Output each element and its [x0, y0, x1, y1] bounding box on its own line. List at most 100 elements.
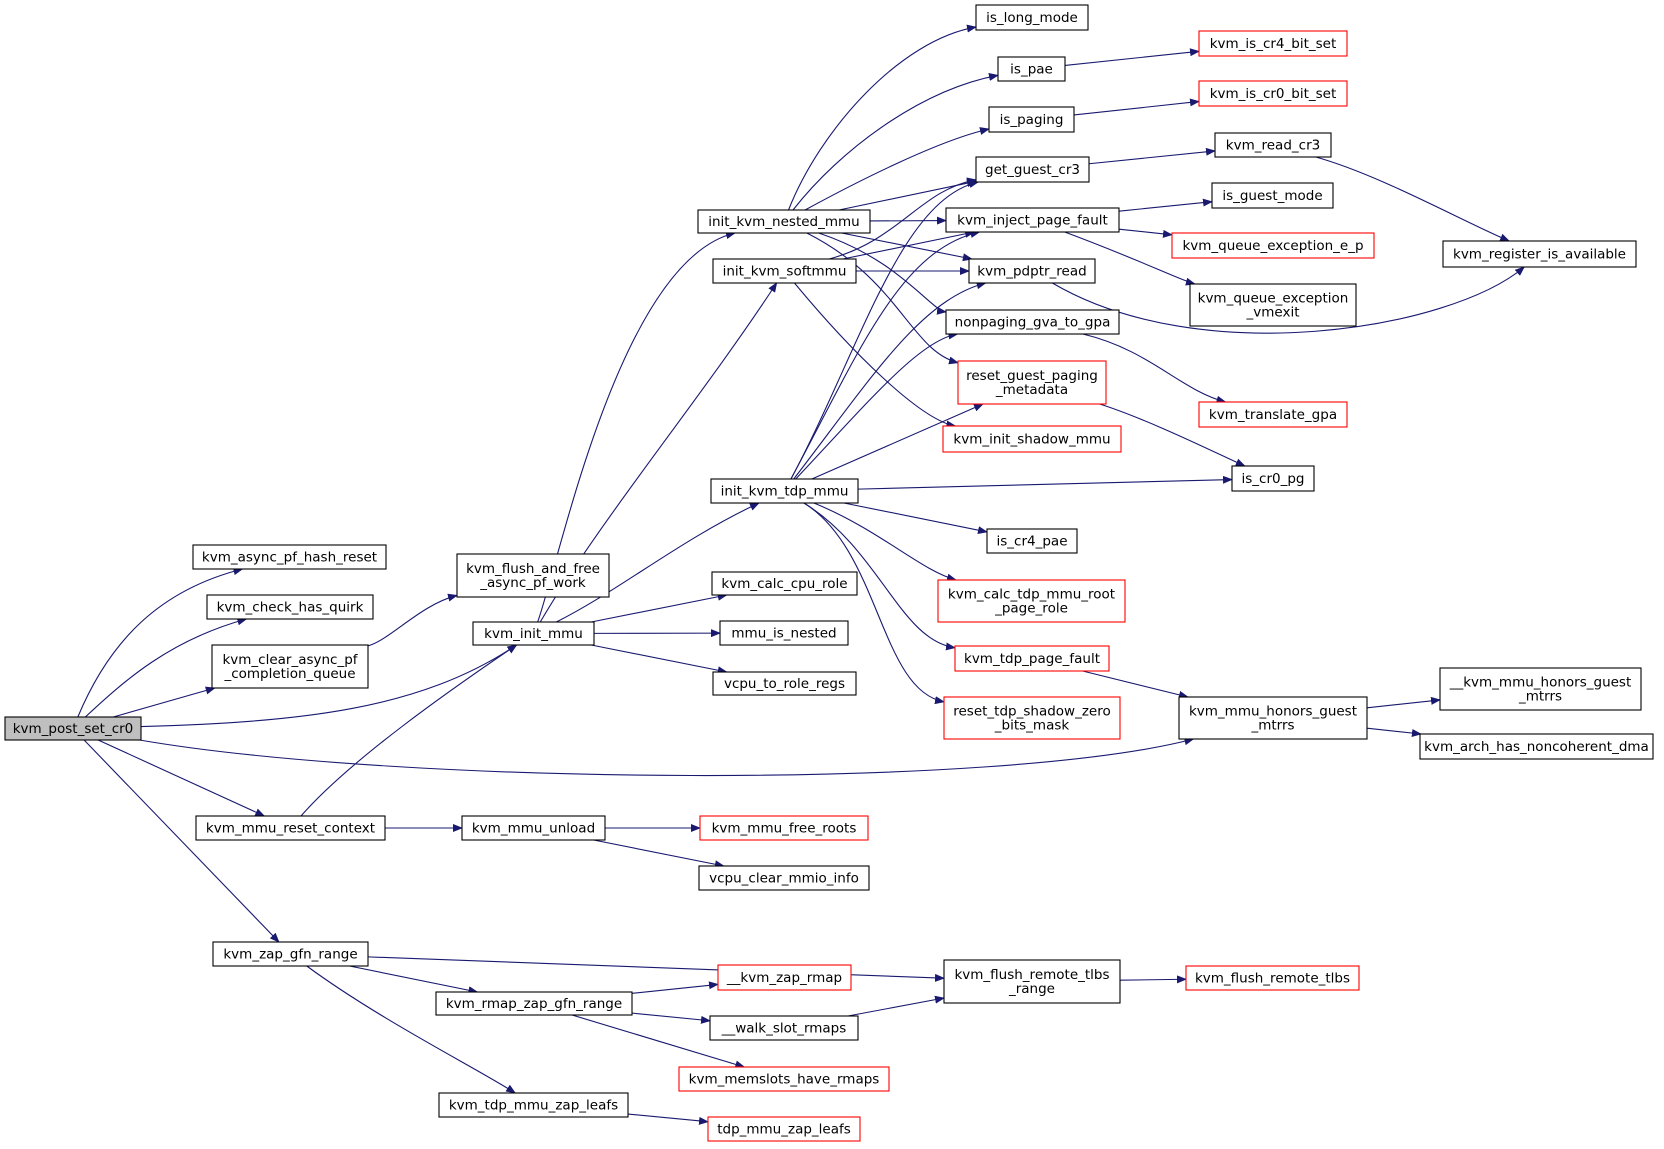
edge-init_kvm_nested_mmu-to-is_paging — [804, 127, 990, 211]
edge-kvm_rmap_zap_gfn_range-to-__kvm_zap_rmap — [631, 981, 719, 994]
node-box-reset_tdp_shadow_zero_bits_mask — [943, 696, 1121, 740]
node-is_pae[interactable]: is_pae — [997, 56, 1066, 82]
node-kvm_is_cr0_bit_set[interactable]: kvm_is_cr0_bit_set — [1198, 80, 1348, 107]
node-label: kvm_async_pf_hash_reset — [202, 550, 377, 566]
node-init_kvm_softmmu[interactable]: init_kvm_softmmu — [712, 258, 857, 284]
edge-kvm_mmu_unload-to-vcpu_clear_mmio_info — [593, 839, 725, 869]
node-label: _vmexit — [1246, 305, 1300, 321]
node-kvm_pdptr_read[interactable]: kvm_pdptr_read — [968, 258, 1096, 284]
nodes-layer: kvm_post_set_cr0kvm_async_pf_hash_resetk… — [4, 4, 1654, 1142]
node-box-kvm_mmu_reset_context — [195, 815, 386, 841]
node-kvm_register_is_available[interactable]: kvm_register_is_available — [1442, 240, 1637, 268]
node-box-kvm_init_shadow_mmu — [942, 425, 1122, 453]
node-kvm_clear_async_pf_completion_queue[interactable]: kvm_clear_async_pf_completion_queue — [211, 644, 369, 689]
node-label: _completion_queue — [223, 666, 355, 682]
node-box-kvm_register_is_available — [1442, 240, 1637, 268]
edge-kvm_clear_async_pf_completion_queue-to-kvm_flush_and_free_async_pf_work — [367, 593, 458, 647]
node-kvm_arch_has_noncoherent_dma[interactable]: kvm_arch_has_noncoherent_dma — [1419, 733, 1654, 760]
node-reset_guest_paging_metadata[interactable]: reset_guest_paging_metadata — [957, 360, 1107, 405]
node-kvm_rmap_zap_gfn_range[interactable]: kvm_rmap_zap_gfn_range — [435, 991, 633, 1016]
node-box-kvm_is_cr4_bit_set — [1198, 30, 1348, 57]
node-mmu_is_nested[interactable]: mmu_is_nested — [719, 620, 849, 646]
edge-init_kvm_tdp_mmu-to-is_cr4_pae — [843, 502, 988, 535]
node-vcpu_to_role_regs[interactable]: vcpu_to_role_regs — [712, 671, 857, 696]
node-label: kvm_memslots_have_rmaps — [689, 1072, 880, 1088]
node-kvm_post_set_cr0[interactable]: kvm_post_set_cr0 — [4, 716, 142, 741]
node-kvm_flush_and_free_async_pf_work[interactable]: kvm_flush_and_free_async_pf_work — [456, 553, 610, 598]
node-__kvm_mmu_honors_guest_mtrrs[interactable]: __kvm_mmu_honors_guest_mtrrs — [1439, 667, 1642, 711]
node-kvm_flush_remote_tlbs_range[interactable]: kvm_flush_remote_tlbs_range — [943, 959, 1121, 1004]
node-kvm_flush_remote_tlbs[interactable]: kvm_flush_remote_tlbs — [1185, 965, 1360, 991]
node-kvm_async_pf_hash_reset[interactable]: kvm_async_pf_hash_reset — [192, 544, 387, 570]
node-kvm_inject_page_fault[interactable]: kvm_inject_page_fault — [945, 207, 1120, 233]
node-label: vcpu_to_role_regs — [724, 676, 845, 692]
edge-kvm_inject_page_fault-to-kvm_queue_exception_vmexit — [1064, 231, 1196, 286]
edge-init_kvm_tdp_mmu-to-kvm_calc_tdp_mmu_root_page_role — [813, 502, 957, 582]
edge-init_kvm_softmmu-to-kvm_init_shadow_mmu — [794, 282, 957, 429]
node-kvm_memslots_have_rmaps[interactable]: kvm_memslots_have_rmaps — [678, 1066, 890, 1092]
node-label: kvm_translate_gpa — [1209, 407, 1337, 423]
node-init_kvm_nested_mmu[interactable]: init_kvm_nested_mmu — [697, 209, 871, 234]
node-is_guest_mode[interactable]: is_guest_mode — [1211, 182, 1334, 209]
node-vcpu_clear_mmio_info[interactable]: vcpu_clear_mmio_info — [698, 865, 870, 891]
node-get_guest_cr3[interactable]: get_guest_cr3 — [975, 156, 1090, 183]
node-label: kvm_mmu_reset_context — [206, 821, 375, 837]
node-kvm_mmu_honors_guest_mtrrs[interactable]: kvm_mmu_honors_guest_mtrrs — [1178, 696, 1368, 740]
node-box-vcpu_to_role_regs — [712, 671, 857, 696]
node-box-kvm_async_pf_hash_reset — [192, 544, 387, 570]
node-label: tdp_mmu_zap_leafs — [717, 1122, 851, 1138]
node-kvm_is_cr4_bit_set[interactable]: kvm_is_cr4_bit_set — [1198, 30, 1348, 57]
node-box-kvm_read_cr3 — [1214, 132, 1332, 158]
edge-init_kvm_tdp_mmu-to-kvm_tdp_page_fault — [803, 502, 956, 651]
node-kvm_tdp_page_fault[interactable]: kvm_tdp_page_fault — [954, 645, 1110, 672]
node-box-kvm_arch_has_noncoherent_dma — [1419, 733, 1654, 760]
node-nonpaging_gva_to_gpa[interactable]: nonpaging_gva_to_gpa — [945, 309, 1120, 335]
node-kvm_init_shadow_mmu[interactable]: kvm_init_shadow_mmu — [942, 425, 1122, 453]
node-label: init_kvm_softmmu — [723, 264, 847, 280]
node-label: kvm_calc_tdp_mmu_root — [948, 587, 1115, 603]
node-kvm_queue_exception_e_p[interactable]: kvm_queue_exception_e_p — [1171, 232, 1375, 259]
node-kvm_calc_cpu_role[interactable]: kvm_calc_cpu_role — [711, 571, 858, 596]
node-__walk_slot_rmaps[interactable]: __walk_slot_rmaps — [709, 1015, 859, 1041]
node-kvm_mmu_free_roots[interactable]: kvm_mmu_free_roots — [699, 815, 869, 841]
node-is_cr4_pae[interactable]: is_cr4_pae — [986, 528, 1078, 554]
node-label: is_paging — [1000, 112, 1064, 128]
node-is_cr0_pg[interactable]: is_cr0_pg — [1231, 465, 1315, 492]
edge-__walk_slot_rmaps-to-kvm_flush_remote_tlbs_range — [847, 995, 945, 1017]
edge-kvm_post_set_cr0-to-kvm_init_mmu — [140, 644, 518, 728]
node-is_paging[interactable]: is_paging — [988, 106, 1075, 133]
node-reset_tdp_shadow_zero_bits_mask[interactable]: reset_tdp_shadow_zero_bits_mask — [943, 696, 1121, 740]
node-label: init_kvm_tdp_mmu — [721, 484, 849, 500]
edge-reset_guest_paging_metadata-to-is_cr0_pg — [1099, 403, 1246, 467]
node-kvm_mmu_reset_context[interactable]: kvm_mmu_reset_context — [195, 815, 386, 841]
node-tdp_mmu_zap_leafs[interactable]: tdp_mmu_zap_leafs — [707, 1116, 861, 1142]
node-is_long_mode[interactable]: is_long_mode — [975, 4, 1089, 31]
node-kvm_check_has_quirk[interactable]: kvm_check_has_quirk — [206, 594, 374, 620]
edge-kvm_mmu_honors_guest_mtrrs-to-kvm_arch_has_noncoherent_dma — [1366, 727, 1422, 738]
node-kvm_queue_exception_vmexit[interactable]: kvm_queue_exception_vmexit — [1189, 283, 1357, 327]
node-kvm_calc_tdp_mmu_root_page_role[interactable]: kvm_calc_tdp_mmu_root_page_role — [937, 579, 1126, 623]
node-kvm_translate_gpa[interactable]: kvm_translate_gpa — [1198, 401, 1348, 428]
node-__kvm_zap_rmap[interactable]: __kvm_zap_rmap — [717, 964, 852, 991]
node-box-kvm_queue_exception_e_p — [1171, 232, 1375, 259]
node-kvm_init_mmu[interactable]: kvm_init_mmu — [472, 621, 595, 646]
node-label: init_kvm_nested_mmu — [708, 214, 859, 230]
node-kvm_tdp_mmu_zap_leafs[interactable]: kvm_tdp_mmu_zap_leafs — [438, 1092, 629, 1118]
node-box-get_guest_cr3 — [975, 156, 1090, 183]
edge-is_paging-to-kvm_is_cr0_bit_set — [1073, 98, 1200, 116]
edge-kvm_post_set_cr0-to-kvm_mmu_reset_context — [97, 739, 266, 817]
node-box-kvm_inject_page_fault — [945, 207, 1120, 233]
node-kvm_mmu_unload[interactable]: kvm_mmu_unload — [461, 815, 606, 841]
node-kvm_zap_gfn_range[interactable]: kvm_zap_gfn_range — [212, 941, 369, 967]
node-label: kvm_arch_has_noncoherent_dma — [1424, 739, 1649, 755]
node-box-__kvm_zap_rmap — [717, 964, 852, 991]
node-init_kvm_tdp_mmu[interactable]: init_kvm_tdp_mmu — [710, 478, 859, 504]
node-kvm_read_cr3[interactable]: kvm_read_cr3 — [1214, 132, 1332, 158]
node-box-kvm_queue_exception_vmexit — [1189, 283, 1357, 327]
node-box-kvm_tdp_mmu_zap_leafs — [438, 1092, 629, 1118]
edge-kvm_mmu_honors_guest_mtrrs-to-__kvm_mmu_honors_guest_mtrrs — [1366, 696, 1441, 709]
node-box-is_cr0_pg — [1231, 465, 1315, 492]
edge-kvm_rmap_zap_gfn_range-to-__walk_slot_rmaps — [631, 1012, 711, 1024]
node-label: _async_pf_work — [479, 575, 586, 591]
